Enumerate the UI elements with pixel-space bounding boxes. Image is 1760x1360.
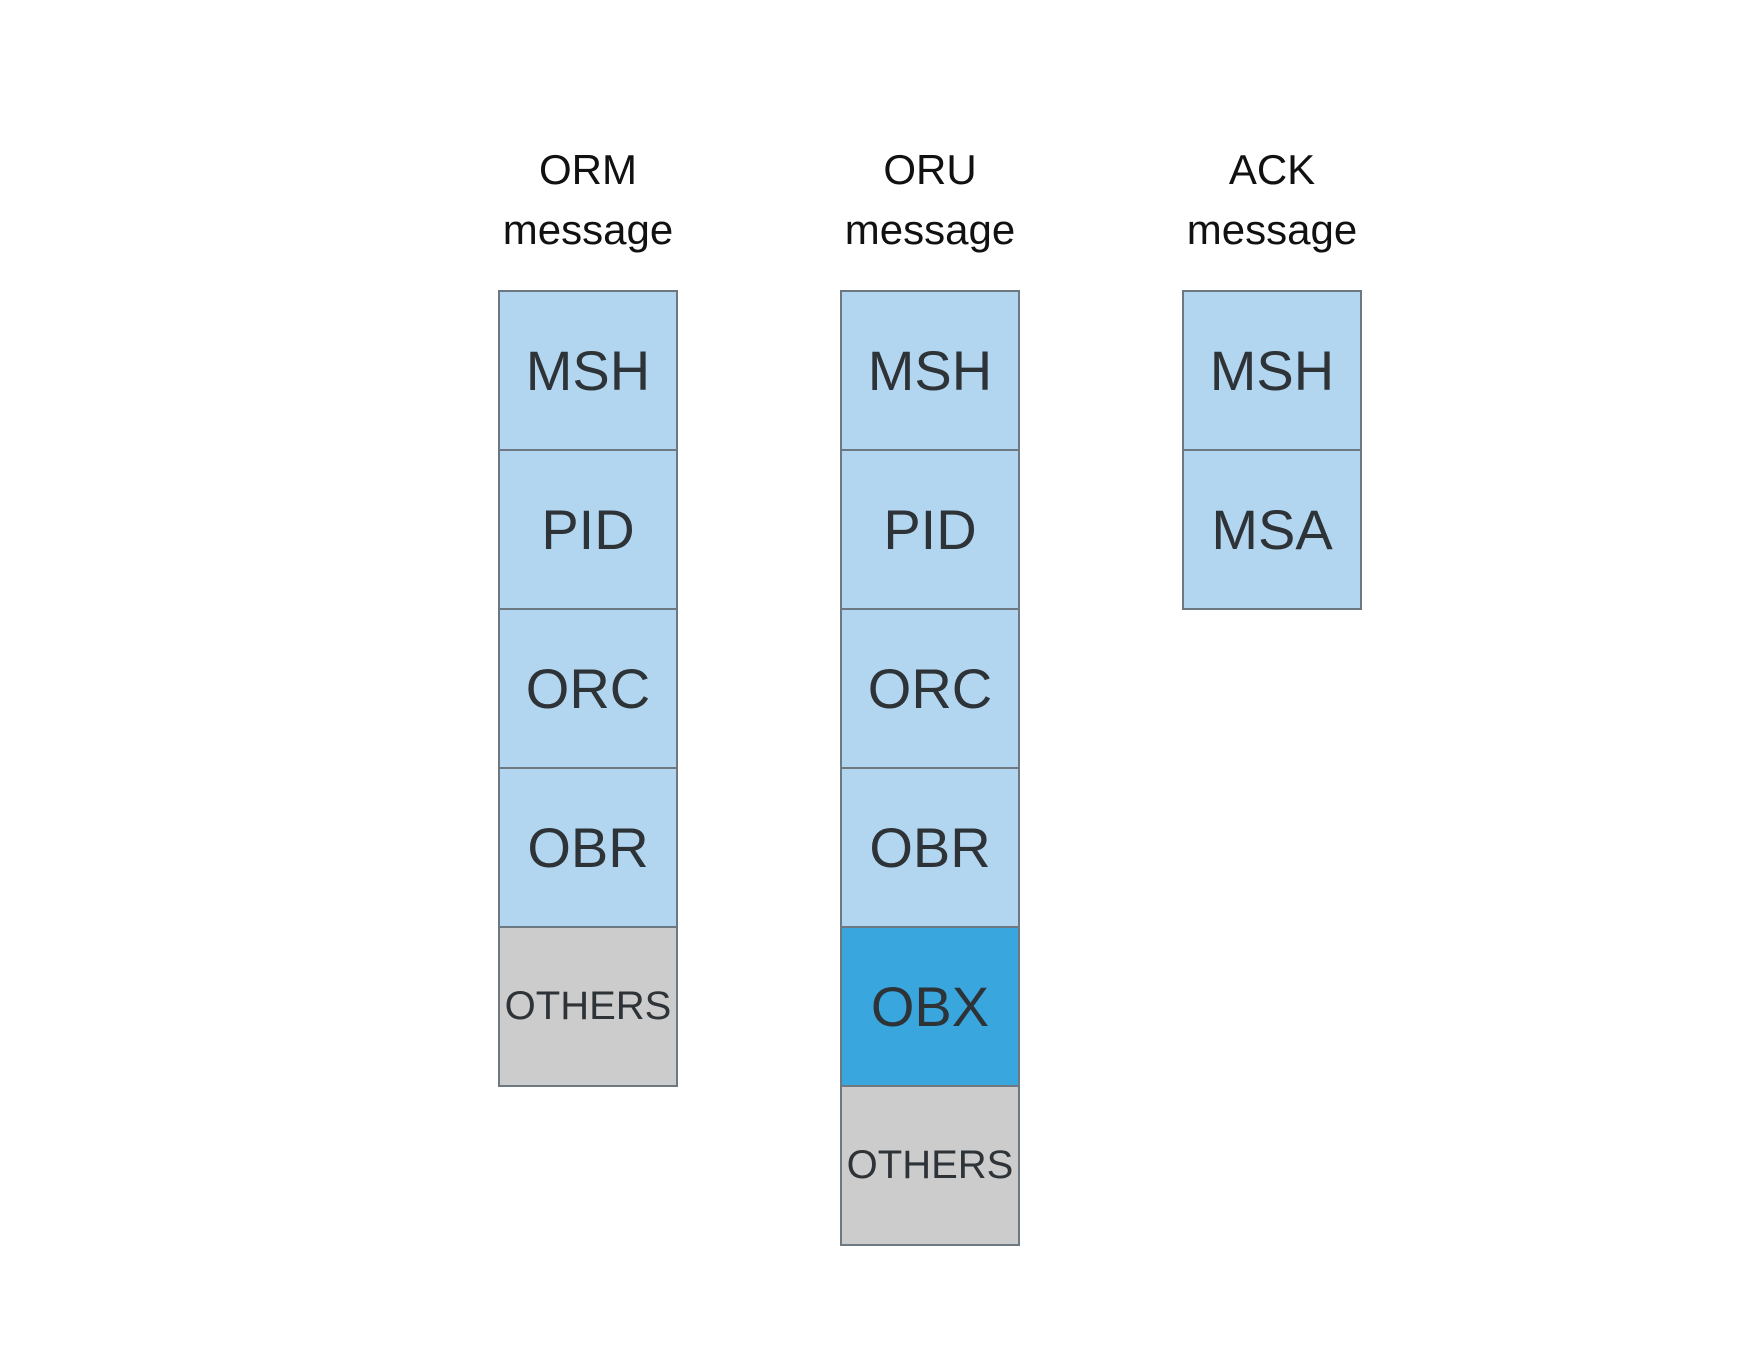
ack-segment-msa: MSA [1182,449,1362,610]
ack-segment-msh: MSH [1182,290,1362,451]
oru-segment-pid: PID [840,449,1020,610]
title-line-1: ORU [883,146,977,193]
oru-segment-obr: OBR [840,767,1020,928]
oru-segment-msh: MSH [840,290,1020,451]
oru-message-title: ORU message [760,140,1100,260]
orm-segment-obr: OBR [498,767,678,928]
orm-segment-msh: MSH [498,290,678,451]
orm-segment-pid: PID [498,449,678,610]
ack-segment-stack: MSH MSA [1182,290,1362,610]
title-line-2: message [1186,206,1358,253]
oru-segment-obx: OBX [840,926,1020,1087]
title-line-1: ORM [539,146,637,193]
oru-segment-orc: ORC [840,608,1020,769]
title-line-2: message [844,206,1016,253]
orm-segment-stack: MSH PID ORC OBR OTHERS [498,290,678,1087]
orm-segment-orc: ORC [498,608,678,769]
oru-segment-stack: MSH PID ORC OBR OBX OTHERS [840,290,1020,1246]
oru-segment-others: OTHERS [840,1085,1020,1246]
ack-message-title: ACK message [1102,140,1442,260]
orm-segment-others: OTHERS [498,926,678,1087]
orm-message-title: ORM message [418,140,758,260]
title-line-2: message [502,206,674,253]
title-line-1: ACK [1228,146,1316,193]
